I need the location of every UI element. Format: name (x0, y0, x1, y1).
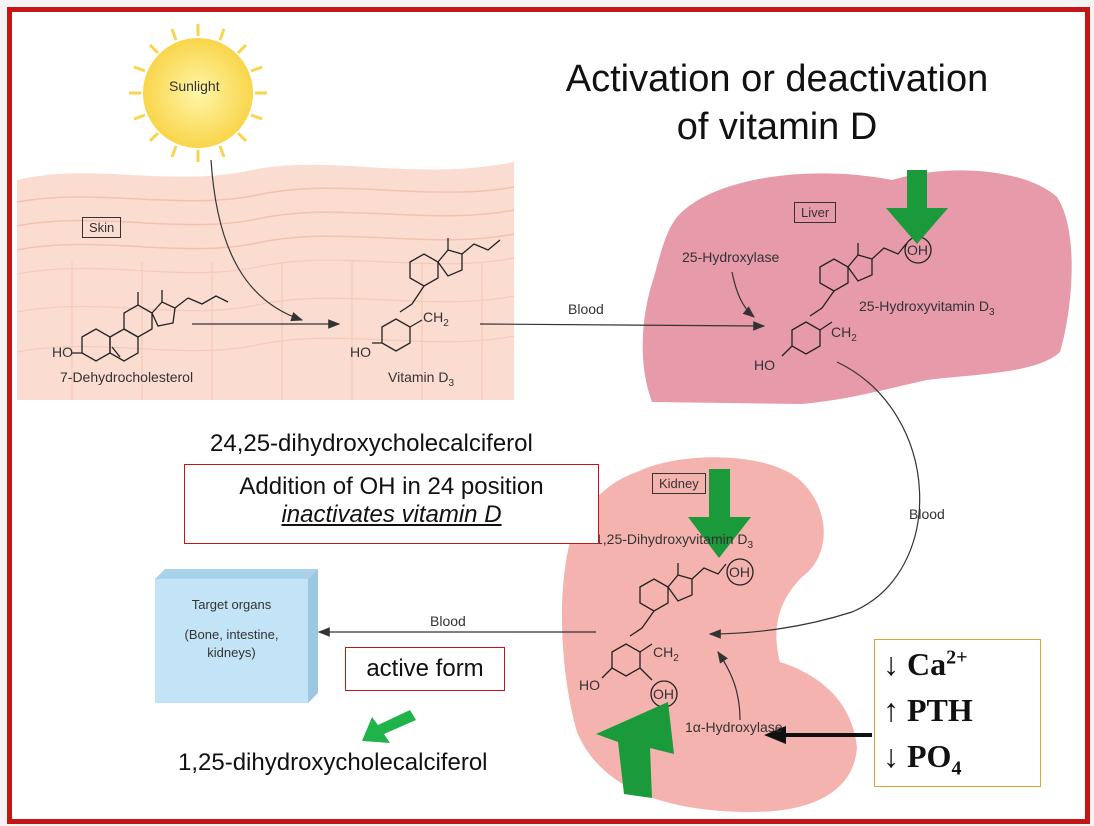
slide-frame: Activation or deactivation of vitamin D … (7, 7, 1090, 824)
target-organs-title: Target organs (191, 597, 272, 612)
liver-label: Liver (794, 202, 837, 223)
sun-icon (129, 24, 267, 162)
ho-label-3: HO (754, 357, 775, 373)
regulators-box: ↓ Ca2+ ↑ PTH ↓ PO4 (874, 639, 1041, 787)
target-organs-detail: (Bone, intestine, kidneys) (184, 627, 279, 660)
regulator-arrow (764, 726, 872, 744)
inactivation-note: Addition of OH in 24 position inactivate… (184, 464, 599, 544)
kidney-label: Kidney (652, 473, 706, 494)
skin-tissue (16, 162, 515, 400)
hydroxylase-25-label: 25-Hydroxylase (682, 249, 780, 265)
hydroxyvitamin-25-label: 25-Hydroxyvitamin D3 (859, 298, 995, 318)
title-line-1: Activation or deactivation (565, 58, 989, 100)
title-line-2: of vitamin D (676, 106, 878, 148)
pathway-arrows (192, 159, 921, 721)
slide-title: Activation or deactivation of vitamin D (517, 55, 1037, 151)
ch2-label-3: CH2 (653, 644, 679, 664)
regulator-calcium: ↓ Ca2+ (883, 646, 968, 682)
inactivation-line-1: Addition of OH in 24 position (239, 473, 544, 500)
ch2-label-2: CH2 (831, 324, 857, 344)
green-arrow-liver (886, 170, 948, 244)
diagram-graphics (16, 24, 1072, 812)
target-organs-text: Target organs (Bone, intestine, kidneys) (155, 596, 308, 662)
skin-label: Skin (82, 217, 122, 238)
hydroxylase-1a-label: 1α-Hydroxylase (685, 719, 783, 735)
regulator-pth: ↑ PTH (883, 692, 973, 728)
oh-label-kidney-1: OH (729, 564, 750, 580)
regulator-phosphate: ↓ PO4 (883, 738, 962, 780)
compound-2425-label: 24,25-dihydroxycholecalciferol (210, 430, 533, 457)
molecule-vitamin-d3 (372, 238, 501, 352)
green-arrow-small (362, 710, 416, 743)
ho-label-2: HO (350, 344, 371, 360)
ch2-label-1: CH2 (423, 309, 449, 329)
active-form-label: active form (345, 647, 505, 691)
ho-label-1: HO (52, 344, 73, 360)
sunlight-label: Sunlight (169, 78, 220, 94)
dehydrocholesterol-label: 7-Dehydrocholesterol (60, 369, 194, 385)
oh-label-kidney-2: OH (653, 686, 674, 702)
molecule-dehydrocholesterol (72, 290, 229, 362)
ho-label-4: HO (579, 677, 600, 693)
blood-label-1: Blood (568, 301, 604, 317)
green-arrow-kidney-bottom (596, 702, 674, 798)
blood-label-3: Blood (430, 613, 466, 629)
target-organs-box (155, 569, 318, 703)
dihydroxyvitamin-125-label: 1,25-Dihydroxyvitamin D3 (595, 531, 754, 551)
oh-label-liver: OH (907, 242, 928, 258)
compound-125-label: 1,25-dihydroxycholecalciferol (178, 749, 488, 776)
inactivation-line-2: inactivates vitamin D (281, 501, 502, 528)
green-arrow-kidney-top (688, 469, 751, 558)
liver-shape (642, 170, 1072, 404)
blood-label-2: Blood (909, 506, 945, 522)
vitamin-d3-label: Vitamin D3 (388, 369, 454, 389)
